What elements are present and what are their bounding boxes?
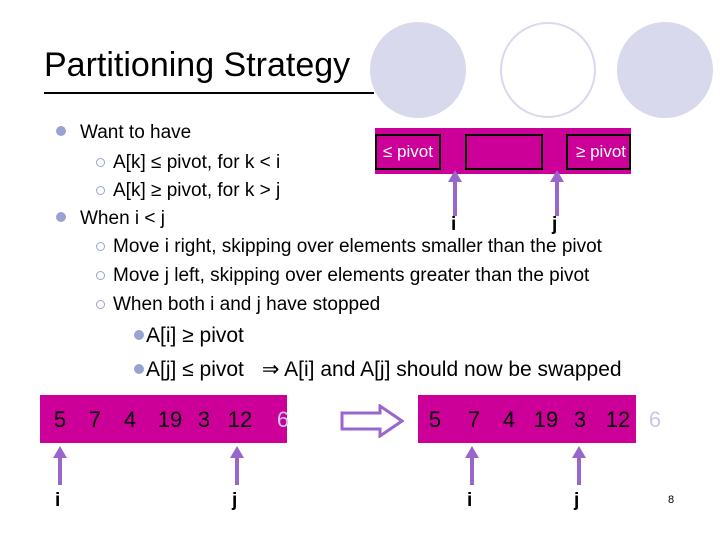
array-before-cell: 12 — [227, 407, 253, 432]
array-before-cell: 7 — [88, 407, 102, 432]
bullet-move-j: Move j left, skipping over elements grea… — [96, 265, 589, 287]
array-after-cell: 19 — [533, 407, 559, 432]
array-after-cell: 5 — [428, 407, 442, 432]
bullet-text-swap: ⇒ A[i] and A[j] should now be swapped — [261, 358, 622, 381]
array-before-box — [40, 395, 287, 443]
bullet-dot — [56, 212, 66, 222]
bullet-ring — [96, 158, 105, 167]
middle-cell — [465, 134, 543, 170]
array-before-cell: 3 — [197, 407, 211, 432]
bullet-ring — [96, 300, 105, 309]
i-label-before: i — [55, 490, 61, 511]
i-arrow-after — [465, 446, 479, 485]
array-after-cell: 4 — [502, 407, 516, 432]
array-before-cell: 5 — [53, 407, 67, 432]
bullet-text: A[i] ≥ pivot — [146, 324, 244, 347]
bullet-dot — [56, 126, 66, 136]
array-before-cell: 19 — [157, 407, 183, 432]
bullet-ai: A[i] ≥ pivot — [134, 324, 244, 348]
array-before-cell: 4 — [123, 407, 137, 432]
array-after-cell: 7 — [467, 407, 481, 432]
array-after-cell: 6 — [648, 407, 662, 432]
title-rule — [44, 92, 374, 94]
decor-circle-3 — [617, 22, 713, 118]
bullet-move-i: Move i right, skipping over elements sma… — [96, 236, 602, 258]
bullet-text: A[j] ≤ pivot — [146, 358, 244, 381]
slide-title: Partitioning Strategy — [44, 46, 351, 84]
bullet-text: A[k] ≤ pivot, for k < i — [113, 152, 281, 173]
bullet-text: Move i right, skipping over elements sma… — [113, 236, 602, 257]
i-label-after: i — [467, 490, 473, 511]
bullet-want-a: A[k] ≤ pivot, for k < i — [96, 152, 280, 174]
j-arrow-top — [550, 170, 564, 216]
decor-circle-1 — [370, 22, 466, 118]
decor-circle-2 — [500, 22, 596, 118]
bullet-both-stopped: When both i and j have stopped — [96, 294, 380, 316]
array-after-box — [418, 395, 636, 443]
bullet-text: Move j left, skipping over elements grea… — [113, 265, 590, 286]
array-after-cell: 3 — [573, 407, 587, 432]
bullet-dot — [134, 330, 144, 340]
bullet-ring — [96, 242, 105, 251]
j-label-after: j — [574, 490, 580, 511]
bullet-text: Want to have — [80, 122, 192, 143]
bullet-ring — [96, 186, 105, 195]
ge-pivot-cell: ≥ pivot — [566, 134, 631, 170]
transition-arrow-icon — [340, 404, 404, 438]
i-arrow-before — [53, 446, 67, 485]
slide-number: 8 — [668, 494, 675, 506]
i-label-top: i — [451, 214, 457, 235]
bullet-want: Want to have — [56, 122, 191, 144]
bullet-want-b: A[k] ≥ pivot, for k > j — [96, 180, 280, 202]
bullet-aj: A[j] ≤ pivot ⇒ A[i] and A[j] should now b… — [134, 357, 622, 382]
j-label-top: j — [552, 214, 558, 235]
i-arrow-top — [448, 170, 462, 216]
le-pivot-cell: ≤ pivot — [375, 134, 441, 170]
bullet-text: When i < j — [80, 208, 166, 229]
j-label-before: j — [232, 490, 238, 511]
bullet-text: A[k] ≥ pivot, for k > j — [113, 180, 281, 201]
bullet-dot — [134, 364, 144, 374]
array-after-cell: 12 — [605, 407, 631, 432]
bullet-when: When i < j — [56, 208, 165, 230]
array-before-cell: 6 — [276, 407, 290, 432]
bullet-ring — [96, 271, 105, 280]
bullet-text: When both i and j have stopped — [113, 294, 381, 315]
j-arrow-before — [230, 446, 244, 485]
j-arrow-after — [572, 446, 586, 485]
